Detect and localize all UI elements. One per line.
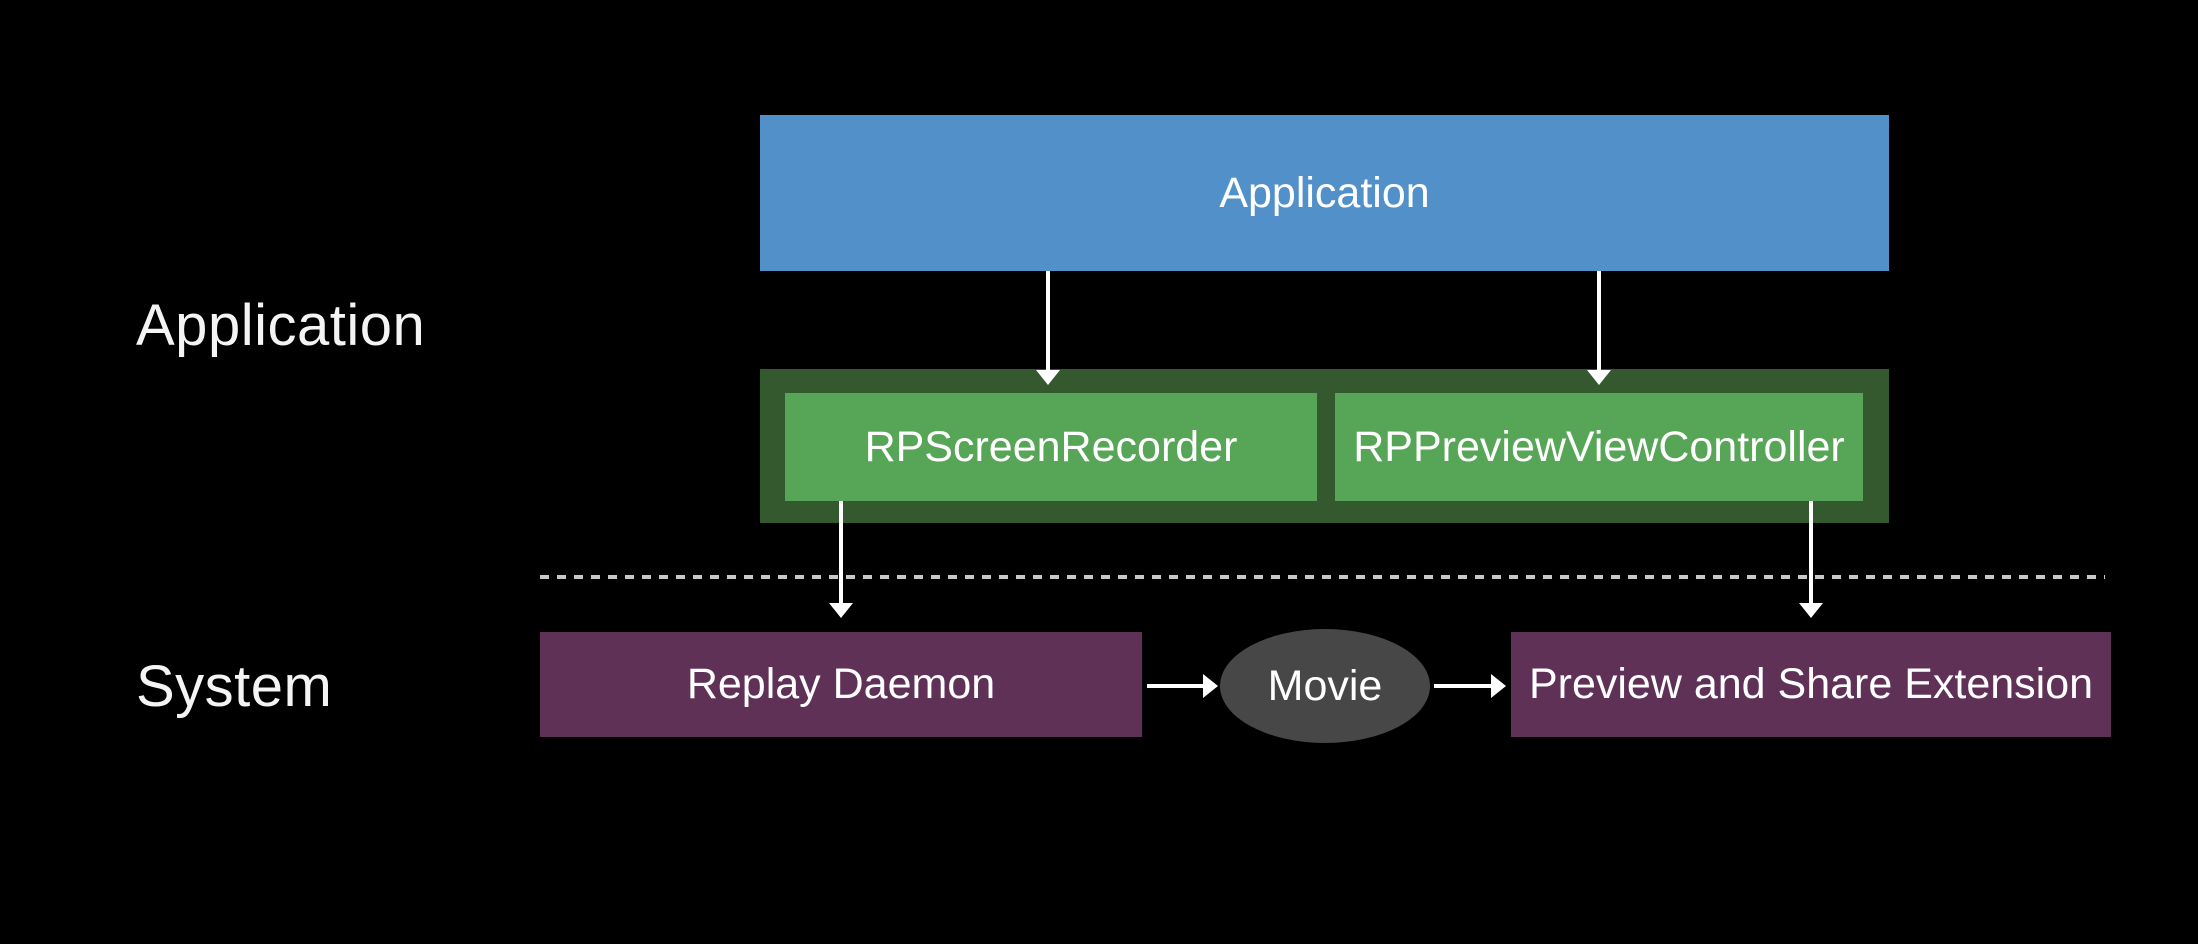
replay-daemon-box: Replay Daemon — [540, 632, 1142, 737]
layer-divider-dashed-line — [540, 575, 2105, 579]
arrow-rpscreenrecorder-to-replay-daemon-icon — [829, 501, 853, 618]
arrow-application-to-rppreviewviewcontroller-icon — [1587, 271, 1611, 385]
arrow-replay-daemon-to-movie-icon — [1147, 674, 1218, 698]
arrow-movie-to-extension-icon — [1434, 674, 1506, 698]
application-layer-label: Application — [136, 293, 426, 358]
application-box: Application — [760, 115, 1889, 271]
system-layer-label: System — [136, 654, 333, 719]
movie-ellipse: Movie — [1220, 629, 1430, 743]
rppreviewviewcontroller-box: RPPreviewViewController — [1335, 393, 1863, 501]
arrow-application-to-rpscreenrecorder-icon — [1036, 271, 1060, 385]
rpscreenrecorder-box: RPScreenRecorder — [785, 393, 1317, 501]
preview-and-share-extension-box: Preview and Share Extension — [1511, 632, 2111, 737]
arrow-rppreviewviewcontroller-to-extension-icon — [1799, 501, 1823, 618]
